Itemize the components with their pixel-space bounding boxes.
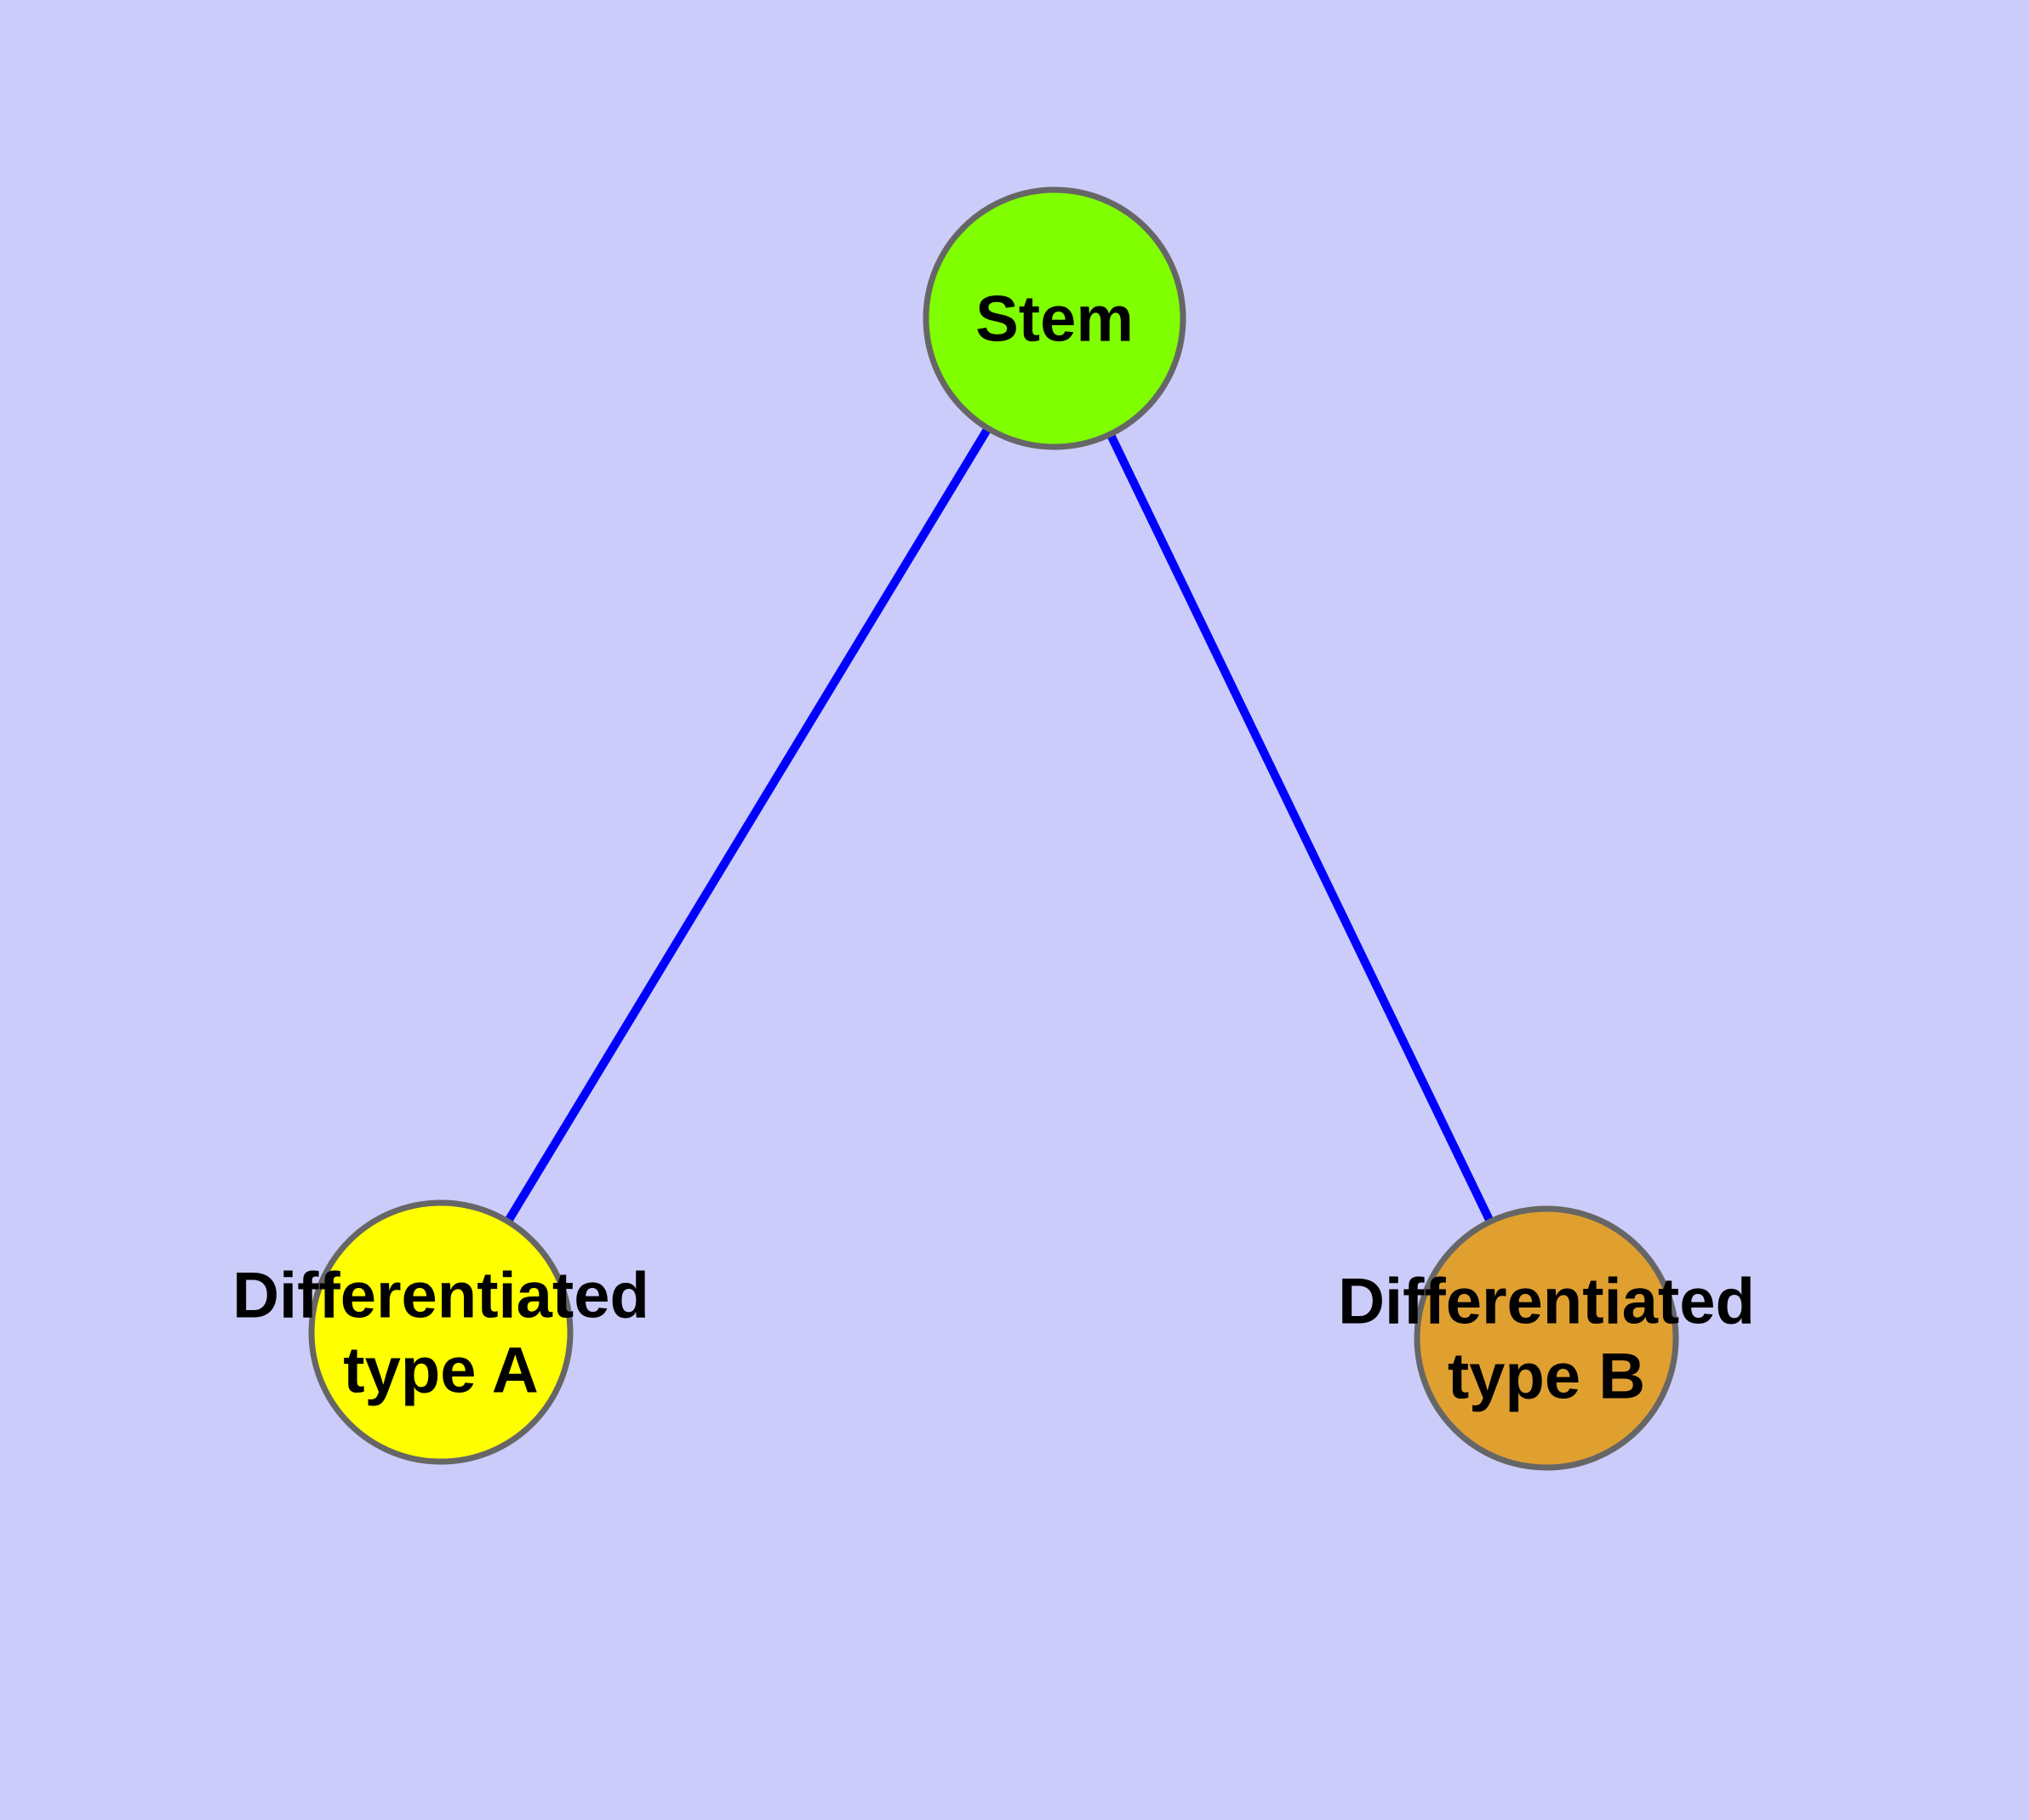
graph-node-label-line: Differentiated	[1338, 1266, 1755, 1338]
graph-node-label-line: Differentiated	[232, 1260, 649, 1332]
graph-node-stem[interactable]	[923, 186, 1186, 450]
graph-node-diff_a[interactable]	[308, 1199, 574, 1465]
graph-node-diff_b[interactable]	[1414, 1205, 1679, 1471]
graph-node-label-line: type B	[1448, 1341, 1645, 1413]
graph-node-label-line: type A	[343, 1335, 538, 1407]
graph-node-label-stem: Stem	[975, 283, 1134, 356]
graph-node-label-line: Stem	[975, 283, 1134, 356]
